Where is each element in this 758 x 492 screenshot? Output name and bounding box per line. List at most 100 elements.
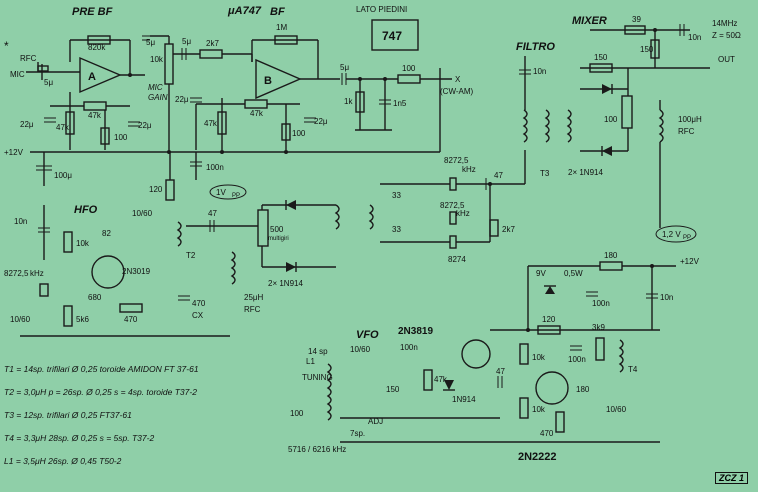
label-hfo-c10n: 10n	[14, 217, 27, 226]
label-hfo-r470: 470	[124, 315, 138, 324]
label-c-33a: 33	[392, 191, 401, 200]
label-hfo-c680: 680	[88, 293, 102, 302]
label-hfo-trim: 10/60	[10, 315, 31, 324]
label-c-100n-a: 100n	[206, 163, 224, 172]
label-r-820k: 820k	[88, 43, 106, 52]
label-rfc-100uh-rfc: RFC	[678, 127, 695, 136]
label-hfo-cx: CX	[192, 311, 204, 320]
label-vfo-l1-sp: 14 sp	[308, 347, 328, 356]
label-vfo-r120: 120	[542, 315, 556, 324]
section-bf: BF	[270, 6, 285, 18]
label-r-47k-b1: 47k	[250, 109, 264, 118]
label-1vpp-sub: PP	[232, 193, 240, 199]
label-mixer-r150b: 150	[640, 45, 654, 54]
label-vfo-trim: 10/60	[606, 405, 627, 414]
label-c-22u-b2: 22μ	[314, 117, 328, 126]
label-r-100-b: 100	[292, 129, 306, 138]
label-vfo-c100n: 100n	[400, 343, 418, 352]
label-hfo-c10-60: 10/60	[132, 209, 153, 218]
label-c-100u: 100μ	[54, 171, 72, 180]
label-r-100-a: 100	[114, 133, 128, 142]
label-r-2k7: 2k7	[206, 39, 219, 48]
ic-747-package	[371, 19, 419, 51]
label-plus12v: +12V	[4, 148, 24, 157]
label-adj: ADJ	[368, 417, 383, 426]
label-mixer-c10n: 10n	[688, 33, 701, 42]
label-vfo-r47k: 47k	[434, 375, 448, 384]
probe-1vpp	[209, 184, 247, 200]
label-hfo-c47: 47	[208, 209, 217, 218]
label-amp-b: B	[264, 75, 272, 87]
label-zener-05w: 0,5W	[564, 269, 583, 278]
label-filtro-c10n: 10n	[533, 67, 546, 76]
label-hfo-q: 2N3019	[122, 267, 151, 276]
label-vfo-q1: 2N3819	[398, 326, 433, 337]
note-t2: T2 = 3,0μH p = 26sp. Ø 0,25 s = 4sp. tor…	[4, 387, 197, 397]
label-r-100-out: 100	[402, 64, 416, 73]
label-vfo-r3k9: 3k9	[592, 323, 605, 332]
label-r-47k-a1: 47k	[56, 123, 70, 132]
label-pot-10k: 10k	[150, 55, 164, 64]
label-c-10n-b: 10n	[660, 293, 673, 302]
label-plus12v-b: +12V	[680, 257, 700, 266]
note-l1: L1 = 3,5μH 26sp. Ø 0,45 T50-2	[4, 456, 122, 466]
label-ic-747: 747	[382, 29, 402, 43]
label-vfo-r470: 470	[540, 429, 554, 438]
label-tuning: TUNING	[302, 373, 333, 382]
label-1vpp: 1V	[216, 188, 226, 197]
note-t3: T3 = 12sp. trifilari Ø 0,25 FT37-61	[4, 410, 132, 420]
label-r-47k-a2: 47k	[88, 111, 102, 120]
label-rfc-mic: RFC	[20, 54, 37, 63]
label-vfo-c100: 100	[290, 409, 304, 418]
label-x: X	[455, 75, 461, 84]
label-mic: MIC	[10, 70, 25, 79]
label-vfo-c10-60: 10/60	[350, 345, 371, 354]
label-rfc-25uh: 25μH	[244, 293, 264, 302]
label-c-33b: 33	[392, 225, 401, 234]
label-r-1m: 1M	[276, 23, 287, 32]
label-vfo-c150: 150	[386, 385, 400, 394]
label-vfo-c180: 180	[576, 385, 590, 394]
label-xtal-top-khz: kHz	[462, 165, 476, 174]
label-xtal-top: 8272,5	[444, 156, 469, 165]
asterisk-mark: *	[4, 39, 9, 53]
label-diodes-2x: 2× 1N914	[568, 168, 603, 177]
section-ua747: μA747	[227, 5, 262, 17]
label-c-5u-a: 5μ	[146, 38, 155, 47]
label-vfo-q2: 2N2222	[518, 451, 557, 463]
label-c-1n5: 1n5	[393, 99, 407, 108]
section-filtro: FILTRO	[516, 41, 555, 53]
label-mic-gain-1: MIC	[148, 83, 163, 92]
label-cw-am: (CW-AM)	[440, 87, 474, 96]
label-hfo-c470: 470	[192, 299, 206, 308]
label-hfo-c82: 82	[102, 229, 111, 238]
label-hfo-xtal-khz: kHz	[30, 269, 44, 278]
label-1-2vpp-sub: PP	[683, 235, 691, 241]
label-xtal-mid-khz: kHz	[456, 209, 470, 218]
label-vfo-freq: 5716 / 6216 kHz	[288, 445, 346, 454]
label-amp-a: A	[88, 71, 96, 83]
label-pot-500: 500	[270, 225, 284, 234]
label-t4: T4	[628, 365, 638, 374]
crystal-hfo	[39, 283, 49, 297]
label-7sp: 7sp.	[350, 429, 365, 438]
label-c-22u-a2: 22μ	[138, 121, 152, 130]
label-mixer-r150a: 150	[594, 53, 608, 62]
label-hfo-xtal: 8272,5	[4, 269, 29, 278]
label-mixer-freq: 14MHz	[712, 19, 737, 28]
label-vfo-1n914: 1N914	[452, 395, 476, 404]
opamp-b	[255, 58, 302, 100]
label-r-120: 120	[149, 185, 163, 194]
label-rfc-100uh: 100μH	[678, 115, 702, 124]
label-vfo-r10k-a: 10k	[532, 353, 546, 362]
label-c-5u-out: 5μ	[340, 63, 349, 72]
transistor-hfo	[91, 255, 125, 289]
label-r-1k: 1k	[344, 97, 353, 106]
label-c-22u-a: 22μ	[20, 120, 34, 129]
label-rfc-25: RFC	[244, 305, 261, 314]
label-c-22u-b: 22μ	[175, 95, 189, 104]
label-vfo-l1: L1	[306, 357, 315, 366]
label-hfo-r5k6: 5k6	[76, 315, 89, 324]
